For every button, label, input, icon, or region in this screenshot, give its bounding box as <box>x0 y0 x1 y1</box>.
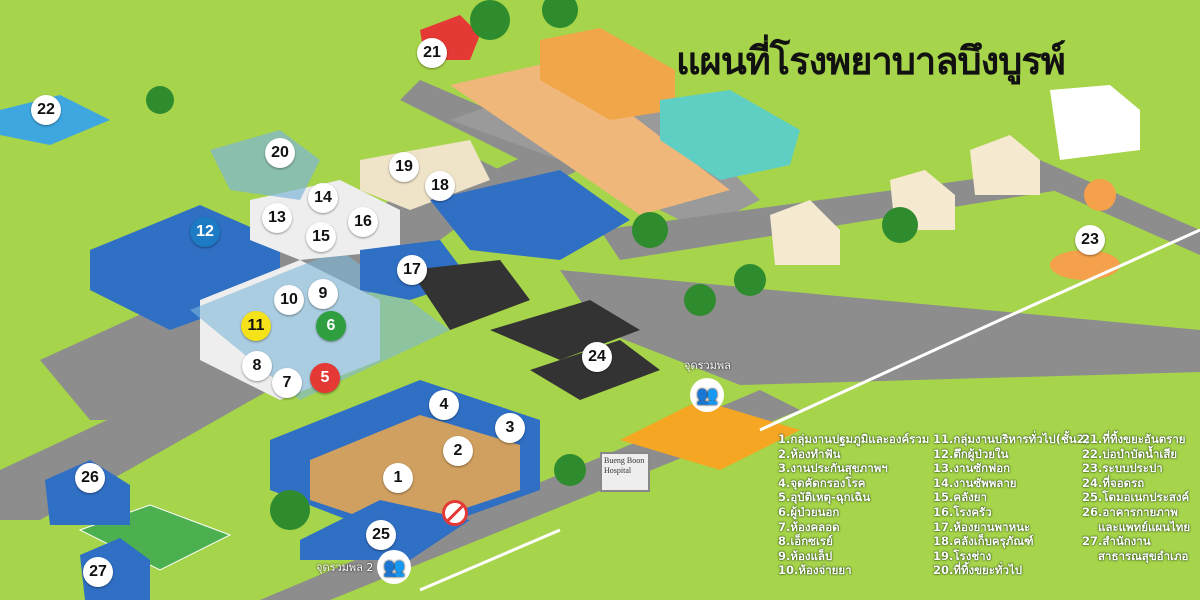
assembly-point-label: จุดรวมพล <box>684 359 731 372</box>
people-group-icon: 👥 <box>377 550 412 584</box>
assembly-point-1[interactable]: จุดรวมพล 👥 <box>684 356 731 412</box>
location-marker-17[interactable]: 17 <box>397 255 427 285</box>
legend-item: 23.ระบบประปา <box>1082 461 1163 476</box>
location-marker-5[interactable]: 5 <box>310 363 340 393</box>
location-marker-14[interactable]: 14 <box>308 183 338 213</box>
location-marker-15[interactable]: 15 <box>306 222 336 252</box>
legend-item: 12.ตึกผู้ป่วยใน <box>933 446 1009 461</box>
legend-item: 9.ห้องแล็ป <box>778 548 833 563</box>
legend-item: 18.คลังเก็บครุภัณฑ์ <box>933 534 1034 549</box>
map-title: แผนที่โรงพยาบาลบึงบูรพ์ <box>676 39 1066 83</box>
location-marker-1[interactable]: 1 <box>383 463 413 493</box>
location-marker-20[interactable]: 20 <box>265 138 295 168</box>
legend-column-2: 11.กลุ่มงานบริหารทั่วไป(ชั้น2) 12.ตึกผู้… <box>933 432 1090 578</box>
legend-item: 20.ที่ทิ้งขยะทั่วไป <box>933 563 1023 578</box>
legend-column-1: 1.กลุ่มงานปฐมภูมิและองค์รวม 2.ห้องทำฟัน … <box>778 432 929 578</box>
legend-item: 16.โรงครัว <box>933 504 992 519</box>
legend-item: 15.คลังยา <box>933 490 987 505</box>
people-group-icon: 👥 <box>690 378 725 412</box>
legend-item: 3.งานประกันสุขภาพฯ <box>778 461 888 476</box>
legend-item: 14.งานซัพพลาย <box>933 475 1017 490</box>
legend-item: 24.ที่จอดรถ <box>1082 475 1145 490</box>
legend-item: 13.งานซักฟอก <box>933 461 1011 476</box>
location-marker-4[interactable]: 4 <box>429 390 459 420</box>
location-marker-8[interactable]: 8 <box>242 351 272 381</box>
location-marker-22[interactable]: 22 <box>31 95 61 125</box>
legend-item: 21.ที่ทิ้งขยะอันตราย <box>1082 432 1186 446</box>
location-marker-24[interactable]: 24 <box>582 342 612 372</box>
legend-item: 27.สำนักงาน <box>1082 534 1151 549</box>
location-marker-12[interactable]: 12 <box>190 217 220 247</box>
location-marker-11[interactable]: 11 <box>241 311 271 341</box>
legend-item: สาธารณสุขอำเภอ <box>1098 548 1189 563</box>
sand-lot <box>450 60 730 215</box>
legend-item: 6.ผู้ป่วยนอก <box>778 504 840 519</box>
location-marker-21[interactable]: 21 <box>417 38 447 68</box>
fences <box>419 228 1200 592</box>
legend-item: 4.จุดคัดกรองโรค <box>778 475 866 490</box>
trees <box>146 0 918 530</box>
location-marker-9[interactable]: 9 <box>308 279 338 309</box>
assembly-point-label: จุดรวมพล 2 <box>316 561 374 574</box>
legend-item: 22.บ่อบำบัดน้ำเสีย <box>1082 446 1178 461</box>
no-vehicle-icon <box>442 500 468 526</box>
legend-item: 8.เอ็กซเรย์ <box>778 534 833 549</box>
legend-item: 26.อาคารกายภาพ <box>1082 504 1178 519</box>
location-marker-13[interactable]: 13 <box>262 203 292 233</box>
assembly-point-2[interactable]: จุดรวมพล 2 👥 <box>316 550 412 584</box>
legend-item: 17.ห้องยานพาหนะ <box>933 519 1031 534</box>
location-marker-18[interactable]: 18 <box>425 171 455 201</box>
location-marker-23[interactable]: 23 <box>1075 225 1105 255</box>
location-marker-3[interactable]: 3 <box>495 413 525 443</box>
legend-column-3: 21.ที่ทิ้งขยะอันตราย 22.บ่อบำบัดน้ำเสีย … <box>1082 432 1190 563</box>
location-marker-6[interactable]: 6 <box>316 311 346 341</box>
location-marker-2[interactable]: 2 <box>443 436 473 466</box>
legend-item: 25.โดมอเนกประสงค์ <box>1082 490 1190 505</box>
location-marker-10[interactable]: 10 <box>274 285 304 315</box>
location-marker-7[interactable]: 7 <box>272 368 302 398</box>
location-marker-25[interactable]: 25 <box>366 520 396 550</box>
location-marker-26[interactable]: 26 <box>75 463 105 493</box>
legend-item: 5.อุบัติเหตุ-ฉุกเฉิน <box>778 490 871 505</box>
location-marker-19[interactable]: 19 <box>389 152 419 182</box>
legend-item: 19.โรงช่าง <box>933 548 992 563</box>
hospital-sign: Bueng Boon Hospital <box>600 452 650 492</box>
legend-item: 10.ห้องจ่ายยา <box>778 563 852 578</box>
legend-item: 7.ห้องคลอด <box>778 519 840 534</box>
legend-item: และแพทย์แผนไทย <box>1098 519 1191 534</box>
legend-item: 2.ห้องทำฟัน <box>778 446 841 461</box>
legend-item: 11.กลุ่มงานบริหารทั่วไป(ชั้น2) <box>933 432 1090 446</box>
location-marker-27[interactable]: 27 <box>83 557 113 587</box>
legend-item: 1.กลุ่มงานปฐมภูมิและองค์รวม <box>778 432 930 446</box>
location-marker-16[interactable]: 16 <box>348 207 378 237</box>
